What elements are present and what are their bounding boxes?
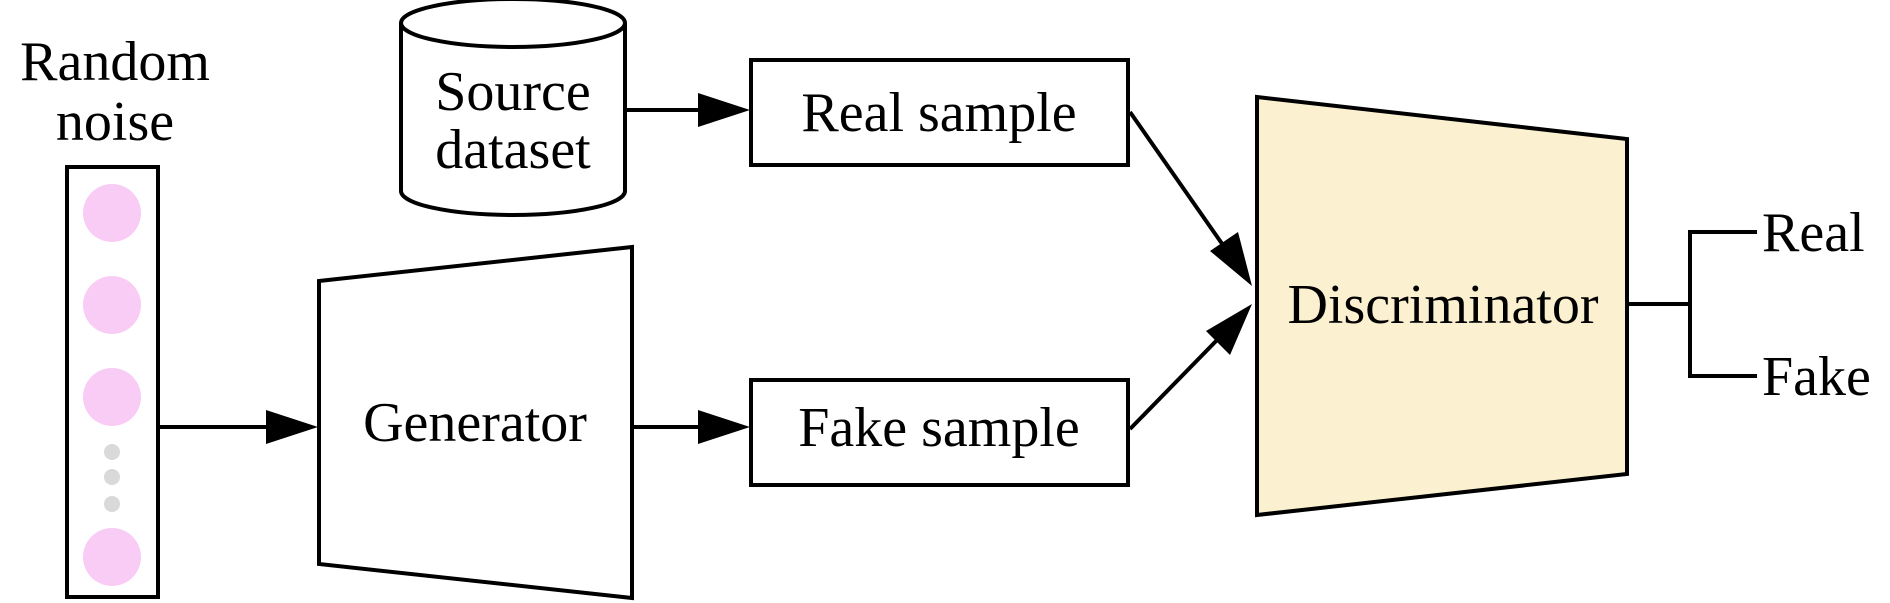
real-sample: Real sample	[749, 58, 1130, 167]
real-sample-box	[749, 58, 1130, 167]
noise-node	[83, 528, 141, 586]
ellipsis-dot	[104, 496, 120, 512]
discriminator-shape	[1255, 94, 1629, 518]
output-real-label: Real	[1762, 202, 1865, 264]
ellipsis-dot	[104, 444, 120, 460]
generator-shape	[317, 244, 634, 601]
noise-node	[83, 368, 141, 426]
source-dataset-line2: dataset	[435, 119, 591, 181]
discriminator-label: Discriminator	[1287, 274, 1598, 336]
cylinder-top	[399, 0, 627, 49]
output-fake-label: Fake	[1762, 346, 1871, 408]
source-dataset: Source dataset	[399, 0, 627, 217]
source-dataset-line1: Source	[435, 61, 591, 123]
noise-title-line2: noise	[56, 91, 174, 153]
noise-node	[83, 184, 141, 242]
arrow-source-to-real	[627, 93, 750, 127]
fake-sample-box	[749, 378, 1130, 487]
arrow-noise-to-generator	[160, 410, 318, 444]
noise-node	[83, 276, 141, 334]
fake-sample-label: Fake sample	[798, 397, 1079, 459]
generator-label: Generator	[363, 392, 587, 454]
discriminator: Discriminator	[1255, 94, 1629, 518]
ellipsis-dot	[104, 469, 120, 485]
fake-sample: Fake sample	[749, 378, 1130, 487]
noise-vector	[65, 165, 160, 599]
arrow-generator-to-fake	[634, 410, 750, 444]
noise-title-line1: Random	[20, 31, 210, 93]
real-sample-label: Real sample	[801, 82, 1076, 144]
generator: Generator	[317, 244, 634, 601]
cylinder-body	[399, 23, 627, 217]
arrow-fake-to-discriminator	[1128, 304, 1252, 431]
arrow-real-to-discriminator	[1128, 110, 1252, 286]
output-bracket	[1629, 230, 1757, 378]
